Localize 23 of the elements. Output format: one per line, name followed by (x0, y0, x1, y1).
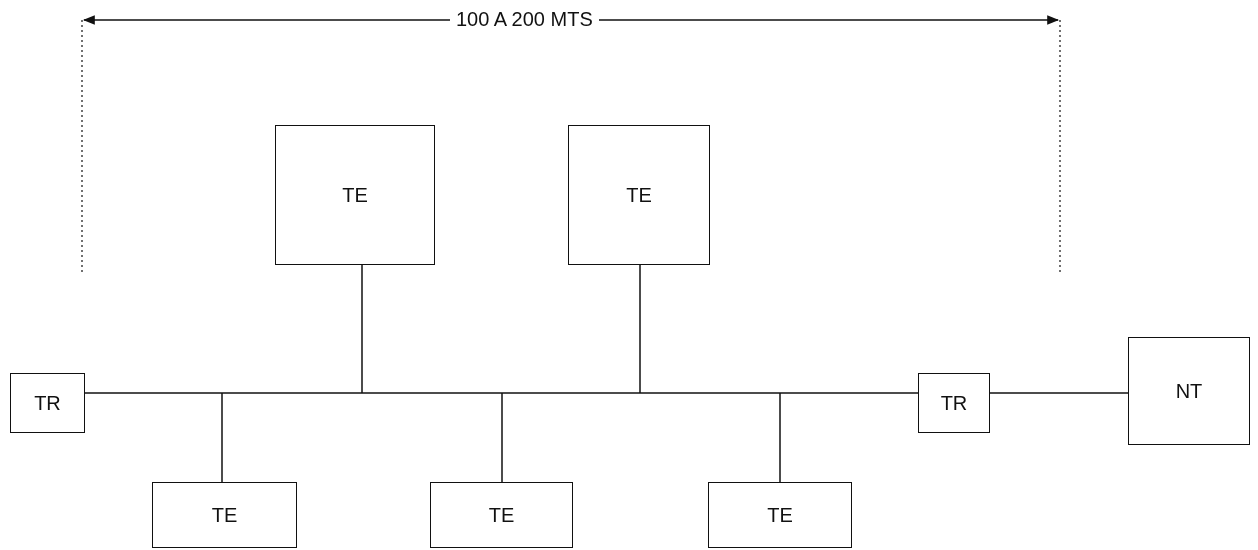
device-label: TE (488, 503, 515, 527)
connector-line (639, 264, 641, 394)
device-box (430, 482, 573, 548)
device-box (1128, 337, 1250, 445)
device-label: TE (342, 183, 368, 207)
device-label: TE (211, 503, 238, 527)
device-label: TR (34, 391, 61, 415)
connector-line (989, 392, 1129, 394)
device-box (708, 482, 852, 548)
device-label: TE (767, 503, 793, 527)
device-box (10, 373, 85, 433)
device-label: NT (1175, 379, 1203, 403)
connector-line (779, 392, 781, 483)
device-box (918, 373, 990, 433)
device-box (152, 482, 297, 548)
connector-line (84, 392, 919, 394)
connector-line (501, 392, 503, 483)
device-label: TE (626, 183, 652, 207)
device-label: TR (940, 391, 968, 415)
device-box (275, 125, 435, 265)
connector-line (361, 264, 363, 394)
connector-line (221, 392, 223, 483)
device-box (568, 125, 710, 265)
